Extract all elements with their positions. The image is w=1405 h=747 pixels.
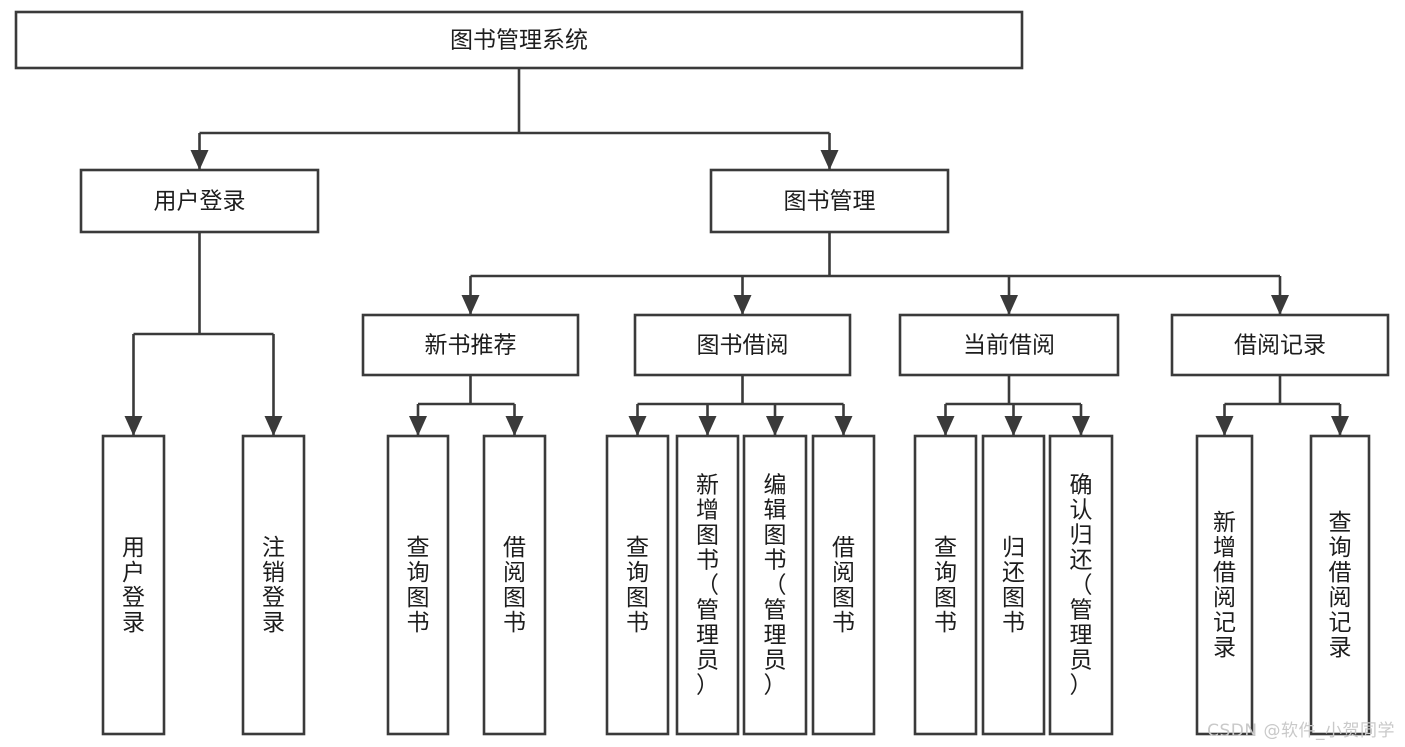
node-label-leaf-add-book: 新增图书（管理员） — [696, 473, 719, 699]
node-box-leaf-confirm-return — [1048, 434, 1114, 736]
node-label-book-manage: 图书管理 — [784, 189, 876, 215]
node-leaf-borrow-book-2[interactable]: 借阅图书 — [811, 434, 876, 736]
node-label-leaf-query-record: 查询借阅记录 — [1329, 510, 1352, 661]
arrow-leaf-user-logout — [264, 416, 283, 436]
node-leaf-query-book-1[interactable]: 查询图书 — [386, 434, 450, 736]
node-leaf-add-record[interactable]: 新增借阅记录 — [1195, 434, 1254, 736]
arrow-leaf-add-record — [1215, 416, 1234, 436]
node-leaf-borrow-book-1[interactable]: 借阅图书 — [482, 434, 547, 736]
node-layer: 图书管理系统用户登录图书管理新书推荐图书借阅当前借阅借阅记录用户登录注销登录查询… — [14, 10, 1390, 736]
node-box-book-manage — [709, 168, 950, 234]
arrow-leaf-query-book-3 — [936, 416, 955, 436]
node-box-leaf-borrow-book-1 — [482, 434, 547, 736]
node-label-leaf-add-record: 新增借阅记录 — [1213, 510, 1236, 661]
node-box-leaf-borrow-book-2 — [811, 434, 876, 736]
node-leaf-user-login[interactable]: 用户登录 — [101, 434, 166, 736]
arrow-book-manage — [820, 150, 839, 170]
node-leaf-edit-book[interactable]: 编辑图书（管理员） — [742, 434, 808, 736]
node-box-leaf-query-book-1 — [386, 434, 450, 736]
node-box-leaf-add-record — [1195, 434, 1254, 736]
node-label-user-login: 用户登录 — [154, 189, 246, 215]
arrow-leaf-add-book — [698, 416, 717, 436]
node-leaf-add-book[interactable]: 新增图书（管理员） — [675, 434, 740, 736]
arrow-leaf-borrow-book-2 — [834, 416, 853, 436]
node-user-login[interactable]: 用户登录 — [79, 168, 320, 234]
node-box-leaf-query-record — [1309, 434, 1371, 736]
node-box-leaf-user-logout — [241, 434, 306, 736]
node-leaf-query-book-3[interactable]: 查询图书 — [913, 434, 978, 736]
node-box-leaf-edit-book — [742, 434, 808, 736]
node-label-new-book-recommend: 新书推荐 — [425, 333, 517, 359]
arrow-leaf-return-book — [1004, 416, 1023, 436]
node-book-manage[interactable]: 图书管理 — [709, 168, 950, 234]
node-leaf-user-logout[interactable]: 注销登录 — [241, 434, 306, 736]
node-label-book-borrow: 图书借阅 — [697, 333, 789, 359]
node-label-leaf-borrow-book-1: 借阅图书 — [503, 535, 526, 636]
node-leaf-return-book[interactable]: 归还图书 — [981, 434, 1046, 736]
node-leaf-query-record[interactable]: 查询借阅记录 — [1309, 434, 1371, 736]
node-label-leaf-confirm-return: 确认归还（管理员） — [1070, 473, 1093, 699]
node-box-current-borrow — [898, 313, 1120, 377]
arrow-leaf-query-record — [1331, 416, 1349, 436]
node-box-leaf-query-book-3 — [913, 434, 978, 736]
node-box-leaf-user-login — [101, 434, 166, 736]
arrow-leaf-borrow-book-1 — [505, 416, 524, 436]
node-box-root — [14, 10, 1024, 70]
arrow-borrow-record — [1271, 295, 1289, 315]
node-box-leaf-query-book-2 — [605, 434, 670, 736]
node-label-leaf-query-book-2: 查询图书 — [626, 535, 649, 636]
node-box-borrow-record — [1170, 313, 1390, 377]
node-label-borrow-record: 借阅记录 — [1234, 333, 1326, 359]
node-box-new-book-recommend — [361, 313, 580, 377]
node-box-book-borrow — [633, 313, 852, 377]
arrow-leaf-confirm-return — [1072, 416, 1090, 436]
node-box-user-login — [79, 168, 320, 234]
node-box-leaf-add-book — [675, 434, 740, 736]
node-box-leaf-return-book — [981, 434, 1046, 736]
node-label-root: 图书管理系统 — [450, 28, 588, 54]
node-new-book-recommend[interactable]: 新书推荐 — [361, 313, 580, 377]
arrow-leaf-query-book-1 — [409, 416, 427, 436]
node-leaf-query-book-2[interactable]: 查询图书 — [605, 434, 670, 736]
node-label-leaf-user-logout: 注销登录 — [262, 535, 285, 636]
arrow-leaf-query-book-2 — [628, 416, 647, 436]
node-label-leaf-user-login: 用户登录 — [122, 535, 145, 636]
arrow-book-borrow — [733, 295, 752, 315]
node-root[interactable]: 图书管理系统 — [14, 10, 1024, 70]
node-current-borrow[interactable]: 当前借阅 — [898, 313, 1120, 377]
arrow-new-book-recommend — [461, 295, 480, 315]
connector-layer — [124, 68, 1349, 436]
arrow-current-borrow — [1000, 295, 1018, 315]
node-book-borrow[interactable]: 图书借阅 — [633, 313, 852, 377]
node-label-leaf-query-book-3: 查询图书 — [934, 535, 957, 636]
node-label-leaf-edit-book: 编辑图书（管理员） — [764, 473, 787, 699]
arrow-leaf-user-login — [124, 416, 143, 436]
node-label-leaf-query-book-1: 查询图书 — [407, 535, 430, 636]
arrow-user-login — [190, 150, 209, 170]
node-leaf-confirm-return[interactable]: 确认归还（管理员） — [1048, 434, 1114, 736]
node-borrow-record[interactable]: 借阅记录 — [1170, 313, 1390, 377]
arrow-leaf-edit-book — [766, 416, 784, 436]
node-label-current-borrow: 当前借阅 — [963, 333, 1055, 359]
node-label-leaf-return-book: 归还图书 — [1002, 535, 1025, 636]
node-label-leaf-borrow-book-2: 借阅图书 — [832, 535, 855, 636]
